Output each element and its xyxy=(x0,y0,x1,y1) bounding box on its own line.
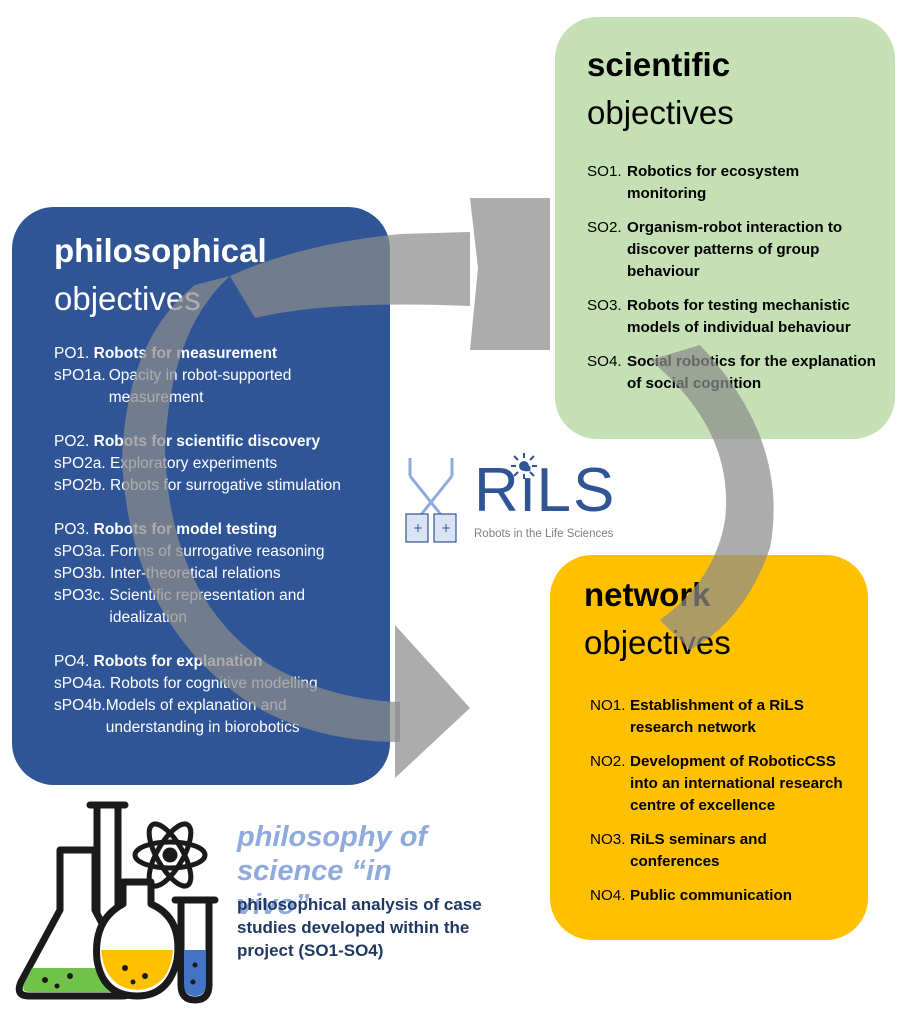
so-code: SO1. xyxy=(587,163,622,180)
logo-tagline: Robots in the Life Sciences xyxy=(474,528,614,540)
lab-flasks-icon xyxy=(15,801,219,1004)
no-code: NO3. xyxy=(590,831,626,848)
spo-text: Robots for surrogative stimulation xyxy=(110,477,341,494)
sci-title-rest: objectives xyxy=(587,94,734,131)
phil-title-bold: philosophical xyxy=(54,232,267,269)
spo-text: Forms of surrogative reasoning xyxy=(110,543,325,560)
net-title-rest: objectives xyxy=(584,624,731,661)
phil-title-rest: objectives xyxy=(54,280,201,317)
robot-arm-icon: + + xyxy=(405,458,457,543)
po-group: PO4. Robots for explanation sPO4a.Robots… xyxy=(54,651,384,739)
network-objectives-box: network objectives NO1.Establishment of … xyxy=(550,555,868,940)
spo-text: Models of explanation and understanding … xyxy=(105,697,300,736)
no-code: NO1. xyxy=(590,697,626,714)
po-title: Robots for measurement xyxy=(93,345,278,362)
po-code: PO2. xyxy=(54,433,90,450)
spo-text: Exploratory experiments xyxy=(110,455,278,472)
sci-title-bold: scientific xyxy=(587,46,731,83)
philosophy-in-vivo-title: philosophy of science “in vivo” xyxy=(237,820,467,922)
spo-code: sPO2b. xyxy=(54,477,106,494)
so-item: SO1. Robotics for ecosystem monitoring xyxy=(587,161,877,205)
spo-text: Robots for cognitive modelling xyxy=(110,675,318,692)
net-title-bold: network xyxy=(584,576,711,613)
po-code: PO3. xyxy=(54,521,90,538)
spo-code: sPO4a. xyxy=(54,675,106,692)
po-code: PO1. xyxy=(54,345,90,362)
spo-text: Inter-theoretical relations xyxy=(110,565,281,582)
no-text: Development of RoboticCSS into an intern… xyxy=(630,753,843,814)
no-text: Public communication xyxy=(630,887,793,904)
svg-text:+: + xyxy=(413,521,423,535)
spo-text: Scientific representation and idealizati… xyxy=(109,587,306,626)
po-group: PO1. Robots for measurement sPO1a.Opacit… xyxy=(54,343,384,409)
no-code: NO2. xyxy=(590,753,626,770)
no-item: NO4.Public communication xyxy=(590,885,860,907)
po-group: PO2. Robots for scientific discovery sPO… xyxy=(54,431,384,497)
sci-objectives-list: SO1. Robotics for ecosystem monitoring SO… xyxy=(587,161,877,407)
so-item: SO4. Social robotics for the explanation … xyxy=(587,351,877,395)
philosophy-in-vivo-description: philosophical analysis of case studies d… xyxy=(237,895,482,960)
po-title: Robots for scientific discovery xyxy=(93,433,321,450)
so-code: SO3. xyxy=(587,297,622,314)
so-code: SO2. xyxy=(587,219,622,236)
po-code: PO4. xyxy=(54,653,90,670)
sun-icon xyxy=(511,453,537,479)
spo-code: sPO4b. xyxy=(54,697,106,714)
no-item: NO3.RiLS seminars and conferences xyxy=(590,829,860,873)
rils-logo: + + RiLS Robots in the Life Sciences xyxy=(398,452,638,552)
spo-code: sPO1a. xyxy=(54,367,106,384)
spo-code: sPO3c. xyxy=(54,587,105,604)
so-item: SO3. Robots for testing mechanistic model… xyxy=(587,295,877,339)
no-text: Establishment of a RiLS research network xyxy=(630,697,804,736)
no-code: NO4. xyxy=(590,887,626,904)
philosophy-in-vivo-title-text: philosophy of science “in vivo” xyxy=(237,821,428,921)
so-text: Organism-robot interaction to discover p… xyxy=(627,219,843,280)
scientific-objectives-box: scientific objectives SO1. Robotics for e… xyxy=(555,17,895,439)
arrow-icon xyxy=(395,625,470,778)
so-code: SO4. xyxy=(587,353,622,370)
po-title: Robots for model testing xyxy=(93,521,278,538)
no-item: NO2.Development of RoboticCSS into an in… xyxy=(590,751,860,817)
no-text: RiLS seminars and conferences xyxy=(630,831,767,870)
po-title: Robots for explanation xyxy=(93,653,263,670)
spo-code: sPO3a. xyxy=(54,543,106,560)
phil-objectives-list: PO1. Robots for measurement sPO1a.Opacit… xyxy=(54,343,384,739)
so-item: SO2. Organism-robot interaction to discov… xyxy=(587,217,877,283)
no-item: NO1.Establishment of a RiLS research net… xyxy=(590,695,860,739)
philosophical-objectives-box: philosophical objectives PO1. Robots for… xyxy=(12,207,390,785)
svg-text:+: + xyxy=(441,521,451,535)
atom-icon xyxy=(132,821,208,889)
logo-name: RiLS xyxy=(474,456,617,525)
spo-code: sPO2a. xyxy=(54,455,106,472)
spo-text: Opacity in robot-supported measurement xyxy=(108,367,292,406)
spo-code: sPO3b. xyxy=(54,565,106,582)
so-text: Social robotics for the explanation of s… xyxy=(627,353,876,392)
so-text: Robotics for ecosystem monitoring xyxy=(627,163,800,202)
po-group: PO3. Robots for model testing sPO3a.Form… xyxy=(54,519,384,629)
arrow-icon xyxy=(470,198,550,350)
net-objectives-list: NO1.Establishment of a RiLS research net… xyxy=(590,695,860,919)
so-text: Robots for testing mechanistic models of… xyxy=(627,297,851,336)
